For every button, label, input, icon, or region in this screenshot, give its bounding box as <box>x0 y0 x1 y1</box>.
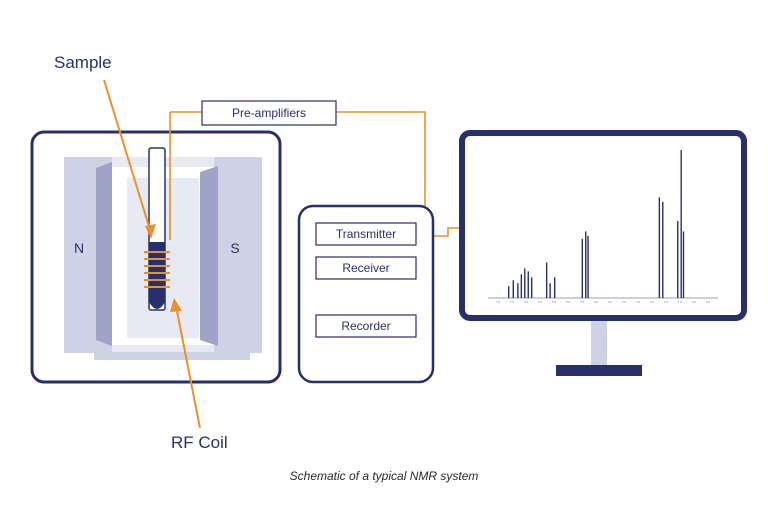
console-housing <box>297 204 435 384</box>
spectrum-tick-label: 3.5 <box>608 300 613 304</box>
sample-label: Sample <box>54 53 112 72</box>
spectrum-tick-label: 6.0 <box>538 300 543 304</box>
spectrum-tick-label: 2.5 <box>636 300 641 304</box>
sample-pointer <box>103 79 156 239</box>
sample-probe <box>144 147 170 311</box>
receiver-box <box>315 256 417 280</box>
transmitter-label: Transmitter <box>336 227 396 241</box>
console-unit: Transmitter Receiver Recorder <box>297 204 435 384</box>
nmr-spectrum: 7.5 7.0 6.5 6.0 5.5 5.0 4.5 4.0 3.5 3.0 2.5 2.0 1.5 1… <box>488 150 718 304</box>
preamplifiers-label: Pre-amplifiers <box>232 106 306 120</box>
monitor-bezel <box>459 130 747 321</box>
rf-coil-pointer <box>170 298 201 429</box>
magnet-base <box>94 352 250 360</box>
pole-north-label: N <box>74 240 84 256</box>
spectrum-tick-label: 5.0 <box>566 300 571 304</box>
receiver-label: Receiver <box>342 261 389 275</box>
monitor: 7.5 7.0 6.5 6.0 5.5 5.0 4.5 4.0 3.5 3.0 2.5 2.0 1.5 1… <box>459 130 747 376</box>
spectrum-tick-label: 5.5 <box>552 300 557 304</box>
pole-south-label: S <box>230 240 239 256</box>
spectrum-tick-label: 2.0 <box>650 300 655 304</box>
pole-south-face <box>200 166 218 346</box>
pole-south-outer <box>214 157 262 353</box>
figure-caption: Schematic of a typical NMR system <box>290 469 479 483</box>
spectrum-tick-label: 4.5 <box>580 300 585 304</box>
magnet-assembly: N S <box>30 130 282 384</box>
spectrum-tick-label: 4.0 <box>594 300 599 304</box>
transmitter-box <box>315 222 417 246</box>
spectrum-tick-label: 6.5 <box>524 300 529 304</box>
preamplifiers-block: Pre-amplifiers <box>201 100 337 126</box>
recorder-box <box>315 314 417 338</box>
spectrum-tick-label: 7.0 <box>510 300 515 304</box>
pole-north-face <box>96 162 112 346</box>
rf-coil-winding <box>144 251 170 288</box>
recorder-label: Recorder <box>341 319 390 333</box>
spectrum-tick-label: 0.0 <box>706 300 711 304</box>
spectrum-tick-label: 1.5 <box>664 300 669 304</box>
monitor-stand-base <box>556 365 642 376</box>
spectrum-tick-label: 3.0 <box>622 300 627 304</box>
rf-coil-label: RF Coil <box>171 433 228 452</box>
spectrum-tick-label: 0.5 <box>692 300 697 304</box>
spectrum-tick-label: 1.0 <box>678 300 683 304</box>
spectrum-tick-label: 7.5 <box>496 300 501 304</box>
monitor-stand-neck <box>591 321 607 365</box>
